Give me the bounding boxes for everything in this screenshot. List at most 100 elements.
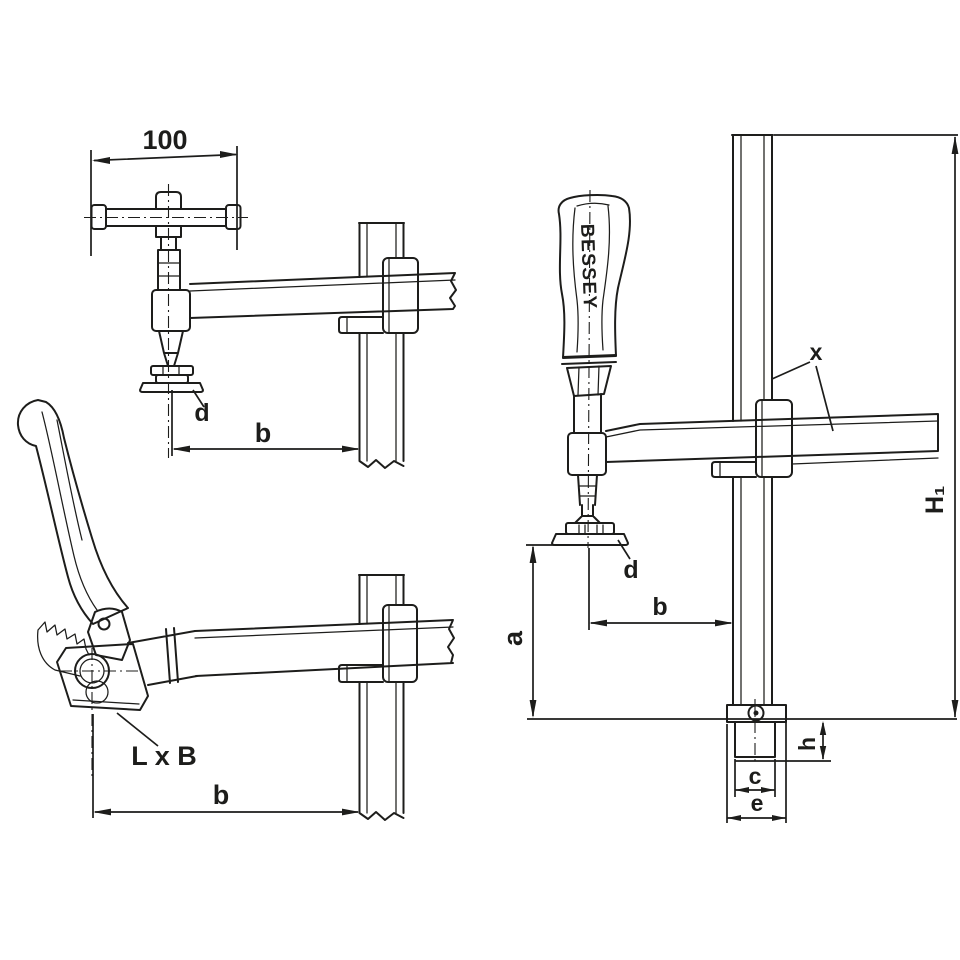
arm-top-left bbox=[189, 272, 457, 319]
arrowhead-up-icon bbox=[951, 136, 959, 154]
arrowhead-right-icon bbox=[342, 445, 360, 453]
spindle-right bbox=[566, 365, 612, 524]
arrowhead-up-icon bbox=[819, 721, 827, 735]
label-d-right: d bbox=[623, 556, 638, 584]
foot-edge bbox=[72, 699, 140, 705]
dimension-a-lines bbox=[526, 544, 568, 716]
dim-label-100: 100 bbox=[142, 125, 187, 155]
arm-bottom-left bbox=[127, 619, 455, 686]
view-standard-clamp: BESSEY d x bbox=[498, 134, 959, 823]
dimension-e: e bbox=[726, 706, 787, 823]
rail-outline bbox=[358, 222, 405, 469]
slider-block-top-left bbox=[338, 257, 419, 334]
view-tbar-spindle-clamp: 100 d bbox=[84, 125, 457, 469]
dimension-100-lines bbox=[90, 146, 238, 256]
spindle-block bbox=[567, 432, 607, 476]
leader-x bbox=[771, 361, 834, 432]
slider-outline bbox=[382, 604, 418, 683]
arrowhead-left-icon bbox=[727, 815, 741, 821]
arrowhead-left-icon bbox=[92, 157, 110, 164]
dimension-c: c bbox=[734, 759, 776, 797]
dimension-100: 100 bbox=[90, 125, 238, 256]
dimension-a: a bbox=[498, 544, 568, 718]
screw-head-icon bbox=[747, 704, 765, 722]
pad-neck bbox=[155, 374, 189, 384]
arrowhead-right-icon bbox=[761, 787, 775, 793]
spindle-taper bbox=[158, 330, 184, 367]
wooden-handle: BESSEY bbox=[557, 189, 631, 549]
arrowhead-down-icon bbox=[819, 746, 827, 760]
label-x: x bbox=[810, 339, 823, 365]
rail-inner-lines bbox=[366, 574, 397, 814]
arm-faces bbox=[605, 420, 939, 465]
rail-outline bbox=[731, 134, 774, 706]
pad-flange bbox=[139, 382, 204, 393]
rail-inner-lines bbox=[740, 134, 765, 706]
arrowhead-down-icon bbox=[951, 700, 959, 718]
linkage-plate bbox=[87, 607, 131, 661]
lever-ridges bbox=[41, 411, 98, 611]
arrowhead-left-icon bbox=[589, 619, 607, 627]
leader-d bbox=[617, 539, 631, 560]
label-a: a bbox=[498, 630, 528, 646]
arrowhead-right-icon bbox=[772, 815, 786, 821]
hex-nut bbox=[566, 365, 612, 397]
label-h1: H₁ bbox=[921, 486, 949, 514]
label-lxb: L x B bbox=[131, 741, 197, 771]
brand-text: BESSEY bbox=[576, 223, 600, 310]
arrowhead-down-icon bbox=[529, 700, 537, 718]
arrowhead-right-icon bbox=[715, 619, 733, 627]
dimension-h1: H₁ bbox=[774, 134, 959, 718]
serrated-cam bbox=[36, 621, 90, 677]
slider-outline bbox=[755, 399, 793, 478]
rod-detail bbox=[578, 485, 597, 497]
arm-top-face bbox=[189, 279, 456, 292]
slider-tab bbox=[711, 461, 757, 478]
pad-washer bbox=[565, 522, 615, 535]
dimension-b-right: b bbox=[588, 548, 733, 630]
collar-and-insert bbox=[527, 699, 957, 765]
spindle-centerline bbox=[587, 189, 591, 549]
pad-washer bbox=[150, 365, 194, 376]
lever-handle bbox=[16, 399, 129, 625]
pad-washer-slots bbox=[578, 524, 604, 534]
t-handle bbox=[84, 191, 248, 238]
leader-lxb bbox=[116, 712, 159, 747]
rail-bottom-left bbox=[358, 574, 405, 821]
pivot-centerlines bbox=[60, 648, 140, 778]
slider-tab bbox=[338, 316, 384, 334]
linkage-pin-hole bbox=[97, 617, 111, 631]
foot-outline bbox=[56, 643, 149, 711]
dimension-h1-lines bbox=[774, 134, 958, 717]
cam-mechanism bbox=[36, 607, 140, 778]
arrowhead-right-icon bbox=[220, 151, 238, 158]
arm-outline bbox=[605, 413, 939, 463]
dimension-h: h bbox=[794, 721, 827, 760]
arrowhead-up-icon bbox=[529, 545, 537, 563]
arm-right bbox=[605, 413, 939, 465]
t-handle-left-cap bbox=[90, 204, 107, 230]
dimension-b-lines bbox=[92, 714, 358, 818]
label-b-bottom-left: b bbox=[213, 780, 230, 810]
pressure-pad-top-left: d bbox=[139, 365, 210, 427]
label-e: e bbox=[751, 790, 764, 816]
spindle-shaft bbox=[573, 393, 602, 434]
spindle-shaft-detail bbox=[158, 262, 180, 277]
label-h: h bbox=[794, 737, 820, 751]
label-d-top-left: d bbox=[194, 399, 209, 427]
clamp-foot: L x B bbox=[56, 643, 197, 771]
pressure-pad-right: d bbox=[551, 522, 639, 584]
arrowhead-left-icon bbox=[172, 445, 190, 453]
dimension-b-lines bbox=[588, 548, 731, 630]
rail-top-left bbox=[358, 222, 405, 469]
label-b-right: b bbox=[652, 593, 667, 621]
rail-right: x bbox=[731, 134, 834, 706]
handle-outline bbox=[557, 193, 631, 359]
arrowhead-left-icon bbox=[735, 787, 749, 793]
pad-washer-slots bbox=[162, 366, 180, 375]
slider-tab bbox=[338, 664, 384, 683]
hex-nut-facets bbox=[577, 365, 600, 396]
leader-d bbox=[192, 389, 205, 408]
rail-outline bbox=[358, 574, 405, 821]
